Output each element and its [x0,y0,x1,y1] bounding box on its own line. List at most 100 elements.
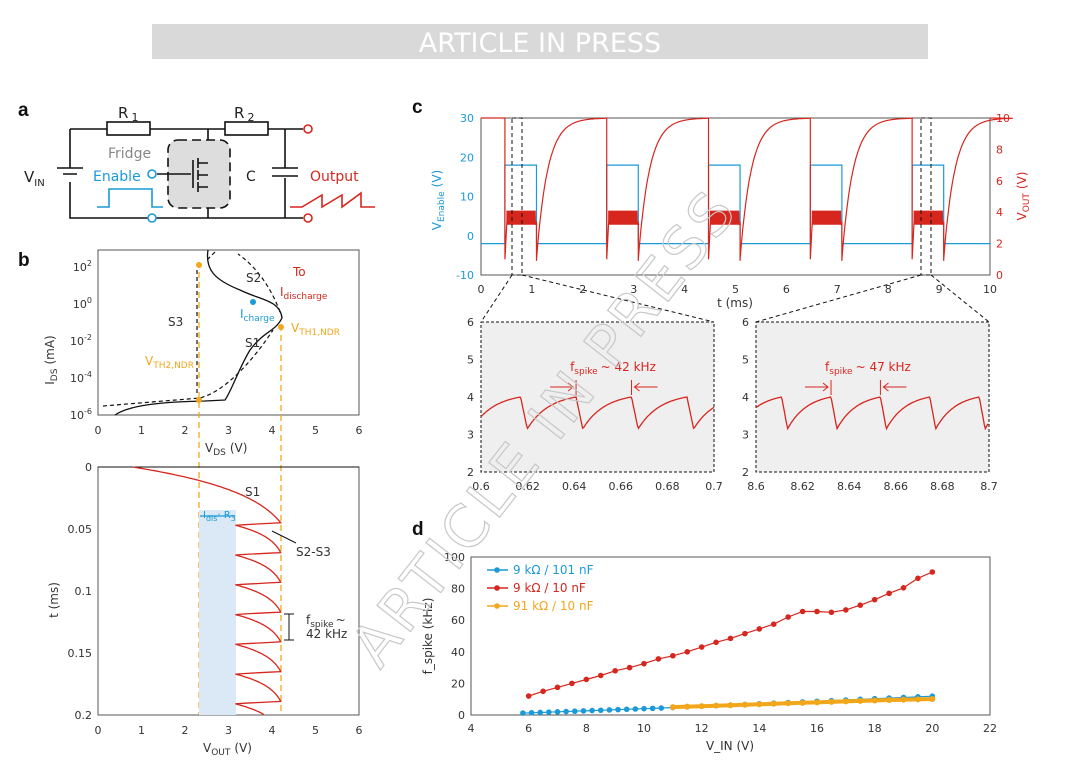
y-tick-label: 40 [451,646,465,659]
x-tick-label: 6 [525,722,532,735]
vin-axis-label: V_IN (V) [706,739,754,753]
x-tick-label: 0 [95,424,102,437]
s2-label: S2 [246,271,261,285]
data-point [713,702,720,709]
x-tick-label: 6 [356,724,363,737]
vds-axis-label: VDS(V) [205,441,247,458]
output-label: Output [310,169,359,185]
capacitor-icon [272,167,298,177]
vth1-point [278,324,284,330]
y-left-tick-label: 0 [467,230,474,243]
y-tick-label: 10-6 [70,407,92,422]
x-tick-label: 0.64 [562,480,587,493]
x-tick-label: 10 [983,283,997,296]
panel-d-label: d [412,519,424,540]
fspike-value: 42 kHz [306,627,347,641]
data-point [597,672,604,679]
data-point [857,697,864,704]
data-point [742,630,748,637]
venable-axis-label: VEnable(V) [430,170,447,230]
y-left-tick-label: 20 [460,151,474,164]
data-point [886,590,892,597]
x-tick-label: 2 [579,283,586,296]
panel-c-axes [480,117,991,276]
x-tick-label: 0 [478,283,485,296]
data-point [569,680,575,687]
x-tick-label: 8 [583,722,590,735]
y-tick-label: 10-2 [70,333,92,348]
panel-c-label: c [412,97,423,118]
y-right-tick-label: 0 [996,269,1003,282]
inset-fspike-label: fspike~ 47 kHz [825,360,911,377]
x-tick-label: 0.7 [705,480,723,493]
data-point [727,635,734,642]
vth1-label: VTH1,NDR [291,321,340,338]
data-point [684,649,691,655]
data-point [528,709,535,716]
x-tick-label: 5 [312,724,319,737]
data-point [799,699,806,706]
data-point [597,707,604,714]
battery-icon [57,167,83,175]
data-point [785,614,791,620]
x-tick-label: 8 [885,283,892,296]
fspike-axis-label: f_spike (kHz) [421,598,435,675]
x-tick-label: 12 [695,722,709,735]
resistor-r2 [224,121,269,136]
y-tick-label: 5 [742,354,749,367]
y-left-tick-label: -10 [456,269,474,282]
x-tick-label: 3 [225,724,232,737]
legend-marker [494,603,500,609]
data-point [583,676,590,683]
panel-a-circuit [57,121,303,219]
data-point [814,608,820,615]
vth2-lower-point [196,397,202,403]
y-tick-label: 6 [467,316,474,329]
panel-a-label: a [18,100,29,121]
inset-axes-2 [755,321,990,473]
data-point [623,706,630,713]
x-tick-label: 9 [936,283,943,296]
y-tick-label: 0.05 [68,523,93,536]
data-point [572,708,578,715]
data-point [828,609,835,616]
y-tick-label: 0.2 [75,709,93,722]
y-left-tick-label: 10 [460,191,474,204]
vout-trace [481,117,1013,261]
data-point [554,709,561,715]
y-tick-label: 60 [451,614,465,627]
x-tick-label: 2 [182,424,189,437]
vth2-upper-point [196,262,202,268]
data-point [684,703,691,710]
x-tick-label: 2 [182,724,189,737]
output-ground-terminal [303,213,313,223]
switching-path-dashed [102,251,281,407]
data-point [871,596,878,603]
x-tick-label: 6 [356,424,363,437]
data-point [641,660,647,667]
y-tick-label: 20 [451,677,465,690]
x-tick-label: 8.68 [930,480,955,493]
banner-bar [152,24,928,59]
data-point [670,652,676,659]
data-point [563,708,569,715]
x-tick-label: 4 [681,283,688,296]
s2s3-label: S2-S3 [296,545,331,559]
x-tick-label: 22 [983,722,997,735]
data-point [525,693,532,699]
data-point [727,702,734,709]
x-tick-label: 6 [783,283,790,296]
data-point [785,700,792,707]
x-tick-label: 8.66 [884,480,909,493]
idis-r3-label: Idis· R3 [203,510,236,523]
idis-r3-shaded-region [199,510,236,715]
output-sawtooth-icon [290,191,375,209]
x-tick-label: 18 [868,722,882,735]
y-tick-label: 4 [742,391,749,404]
x-tick-label: 0.6 [472,480,490,493]
x-tick-label: 0.68 [655,480,680,493]
data-point [537,709,543,716]
